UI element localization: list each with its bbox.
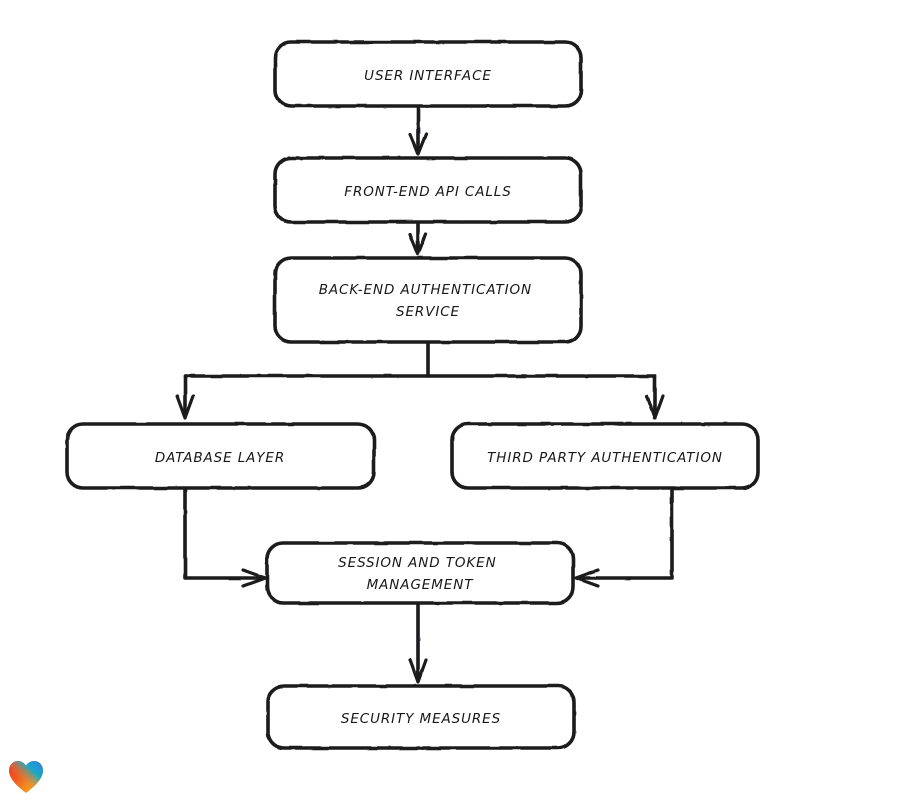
edge-backend-to-database xyxy=(175,374,195,420)
edge-session-to-security xyxy=(408,602,428,684)
edge-ui-to-api xyxy=(408,105,428,156)
edge-third-party-to-session xyxy=(574,487,674,588)
edge-api-to-backend xyxy=(408,221,428,256)
node-label-third-party-authentication: THIRD PARTY AUTHENTICATION xyxy=(487,450,723,466)
heart-icon xyxy=(9,761,43,793)
node-label-back-end-authentication-service: BACK-END AUTHENTICATION SERVICE xyxy=(319,282,538,320)
node-third-party-authentication-shape[interactable] xyxy=(450,422,760,490)
node-label-session-and-token-management: SESSION AND TOKEN MANAGEMENT xyxy=(338,555,502,593)
node-label-database-layer: DATABASE LAYER xyxy=(155,450,285,466)
heart-watermark xyxy=(8,760,44,794)
node-label-security-measures: SECURITY MEASURES xyxy=(341,711,501,727)
edge-database-to-session xyxy=(183,487,267,588)
node-session-and-token-management-shape[interactable] xyxy=(265,541,575,605)
node-label-front-end-api-calls: FRONT-END API CALLS xyxy=(344,184,511,200)
node-security-measures-shape[interactable] xyxy=(266,684,576,750)
edge-backend-to-third-party xyxy=(645,374,665,420)
node-label-user-interface: USER INTERFACE xyxy=(364,68,492,84)
node-front-end-api-calls-shape[interactable] xyxy=(273,156,583,224)
node-user-interface-shape[interactable] xyxy=(273,40,583,108)
node-database-layer-shape[interactable] xyxy=(65,422,376,490)
edge-backend-branch-bus xyxy=(183,341,657,378)
node-back-end-authentication-service-shape[interactable] xyxy=(273,256,583,344)
